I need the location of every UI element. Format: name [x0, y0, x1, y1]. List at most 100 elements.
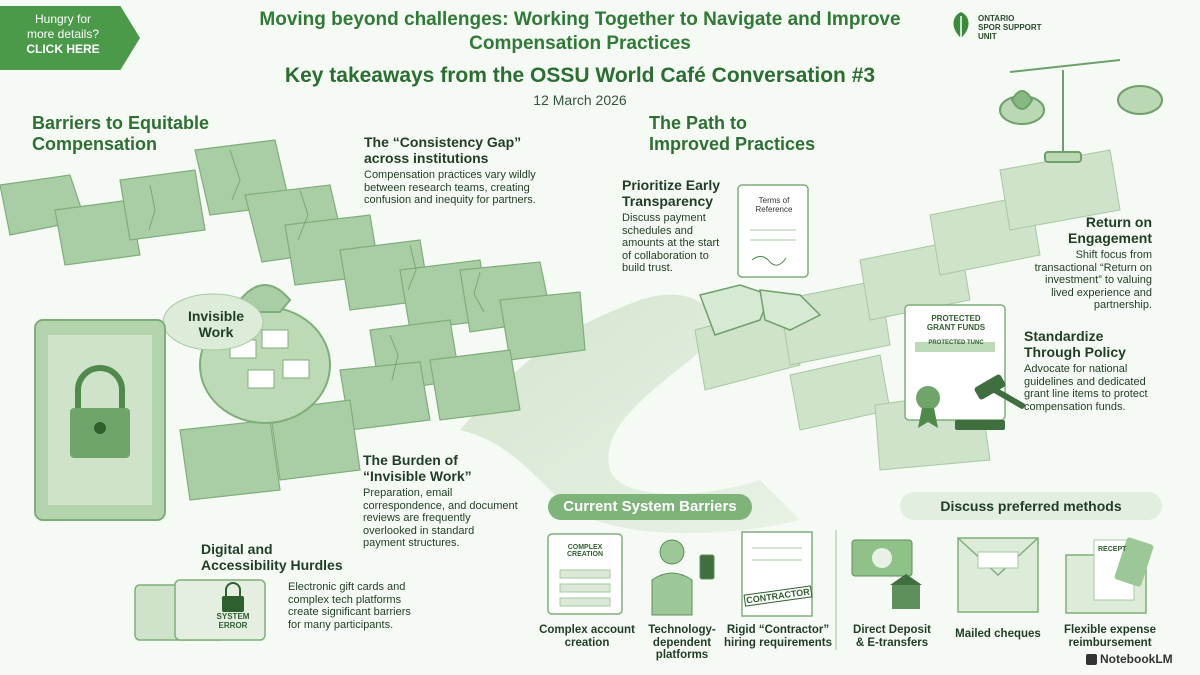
method-expense-2: reimbursement	[1068, 636, 1152, 649]
current-barriers-heading: Current System Barriers	[548, 494, 752, 520]
burden-body-4: overlooked in standard	[363, 524, 475, 537]
logo-line-3: UNIT	[978, 32, 997, 41]
invisible-work-label: Invisible Work	[186, 308, 246, 340]
page-title-line-2: Compensation Practices	[469, 33, 691, 54]
logo-line-1: ONTARIO	[978, 14, 1015, 23]
barrier-contractor-2: hiring requirements	[724, 636, 832, 649]
preferred-methods-heading: Discuss preferred methods	[900, 492, 1162, 520]
return-block: Return on Engagement Shift focus from tr…	[1010, 214, 1152, 312]
method-direct-deposit: Direct Deposit & E-transfers	[844, 624, 940, 649]
digital-body-2: complex tech platforms	[288, 593, 402, 606]
grant-ribbon: PROTECTED TUNC	[928, 340, 984, 346]
return-body-3: investment” to valuing	[1045, 274, 1152, 286]
broken-blocks	[0, 139, 586, 501]
grant-funds-label: PROTECTED GRANT FUNDS PROTECTED TUNC	[912, 314, 1000, 346]
method-expense-1: Flexible expense	[1063, 624, 1157, 636]
method-deposit-1: Direct Deposit	[853, 624, 931, 636]
consistency-title-1: The “Consistency Gap”	[364, 134, 522, 150]
return-title-2: Engagement	[1067, 230, 1152, 246]
grant-line-1: PROTECTED	[931, 314, 981, 323]
terms-line-1: Terms of	[758, 196, 790, 205]
form-line-2: CREATION	[566, 551, 604, 558]
return-body-1: Shift focus from	[1075, 249, 1152, 261]
receipt-label: RECEPT	[1098, 546, 1127, 553]
page-title-line-1: Moving beyond challenges: Working Togeth…	[259, 9, 901, 30]
method-cheques-1: Mailed cheques	[955, 628, 1041, 640]
path-heading-line-1: The Path to	[649, 113, 747, 133]
transparency-body-3: amounts at the start	[622, 237, 720, 249]
return-title-1: Return on	[1085, 214, 1152, 230]
account-form-icon	[547, 533, 623, 615]
digital-hurdles-title: Digital and Accessibility Hurdles	[201, 541, 401, 573]
consistency-body-2: between research teams, creating	[364, 181, 530, 194]
return-body-4: lived experience and	[1051, 286, 1152, 299]
padlock-screen-icon	[34, 319, 166, 521]
staircase	[694, 149, 1121, 471]
barrier-tech-3: platforms	[655, 649, 709, 661]
consistency-body-1: Compensation practices vary wildly	[364, 169, 536, 181]
transparency-title-2: Transparency	[622, 193, 714, 209]
system-error-2: ERROR	[218, 621, 248, 630]
notebooklm-logo-icon	[1086, 654, 1097, 665]
page-subtitle: Key takeaways from the OSSU World Café C…	[284, 64, 876, 87]
barrier-account-1: Complex account	[539, 624, 635, 636]
barrier-account-2: creation	[564, 636, 610, 649]
form-line-1: COMPLEX	[567, 544, 603, 551]
digital-body-1: Electronic gift cards and	[288, 581, 406, 593]
cta-line-3: CLICK HERE	[26, 42, 100, 56]
burden-body-5: payment structures.	[363, 537, 460, 549]
click-here-banner[interactable]: Hungry for more details? CLICK HERE	[0, 6, 140, 70]
invisible-label-1: Invisible	[187, 308, 245, 324]
transparency-body-2: schedules and	[622, 224, 693, 237]
barriers-heading-line-1: Barriers to Equitable	[32, 113, 210, 133]
event-date: 12 March 2026	[533, 92, 627, 108]
person-phone-icon	[651, 539, 715, 616]
system-error-1: SYSTEM	[216, 612, 250, 621]
barrier-contractor-1: Rigid “Contractor”	[726, 624, 830, 636]
standardize-body-4: compensation funds.	[1024, 400, 1126, 413]
barrier-item-contractor: Rigid “Contractor” hiring requirements	[720, 624, 836, 649]
transparency-body-1: Discuss payment	[622, 212, 706, 224]
method-expense: Flexible expense reimbursement	[1055, 624, 1165, 649]
consistency-gap-block: The “Consistency Gap” across institution…	[364, 134, 564, 207]
burden-body-1: Preparation, email	[363, 487, 453, 499]
gift-card-icon	[134, 579, 266, 641]
transparency-block: Prioritize Early Transparency Discuss pa…	[622, 177, 747, 275]
envelope-icon	[957, 537, 1039, 613]
direct-deposit-icon	[851, 539, 922, 609]
transparency-body-4: of collaboration to	[622, 249, 709, 262]
burden-title-1: The Burden of	[363, 452, 458, 468]
method-deposit-2: & E-transfers	[855, 636, 929, 649]
barrier-item-technology: Technology- dependent platforms	[640, 624, 724, 662]
consistency-title-2: across institutions	[364, 150, 489, 166]
invisible-label-2: Work	[198, 324, 234, 340]
digital-body-3: create significant barriers	[288, 606, 411, 618]
barrier-item-account: Complex account creation	[528, 624, 646, 649]
terms-line-2: Reference	[755, 205, 793, 214]
cta-line-2: more details?	[26, 27, 100, 41]
consistency-body-3: confusion and inequity for partners.	[364, 194, 536, 206]
complex-form-label: COMPLEX CREATION	[552, 544, 618, 558]
standardize-title-1: Standardize	[1024, 328, 1104, 344]
scroll-document-icon	[737, 184, 809, 278]
barrier-tech-1: Technology-	[648, 624, 716, 636]
notebooklm-brand: NotebookLM	[1100, 652, 1173, 666]
barriers-heading: Barriers to Equitable Compensation	[32, 113, 209, 155]
handshake-icon	[699, 284, 822, 336]
standardize-body-2: guidelines and dedicated	[1024, 375, 1146, 388]
receipt-envelope-icon	[1065, 537, 1154, 614]
standardize-body-1: Advocate for national	[1024, 363, 1128, 375]
contract-document-icon	[741, 531, 813, 617]
standardize-title-2: Through Policy	[1024, 344, 1126, 360]
logo-text: ONTARIO SPOR SUPPORT UNIT	[978, 14, 1042, 41]
digital-body-4: for many participants.	[288, 618, 394, 631]
burden-body-2: correspondence, and document	[363, 499, 518, 512]
digital-title-2: Accessibility Hurdles	[201, 557, 343, 573]
transparency-body-5: build trust.	[622, 262, 673, 274]
transparency-title-1: Prioritize Early	[622, 177, 721, 193]
logo-line-2: SPOR SUPPORT	[978, 23, 1042, 32]
return-body-2: transactional “Return on	[1034, 261, 1152, 274]
ossu-logo: ONTARIO SPOR SUPPORT UNIT	[948, 10, 1058, 54]
terms-of-reference-label: Terms of Reference	[742, 196, 806, 214]
